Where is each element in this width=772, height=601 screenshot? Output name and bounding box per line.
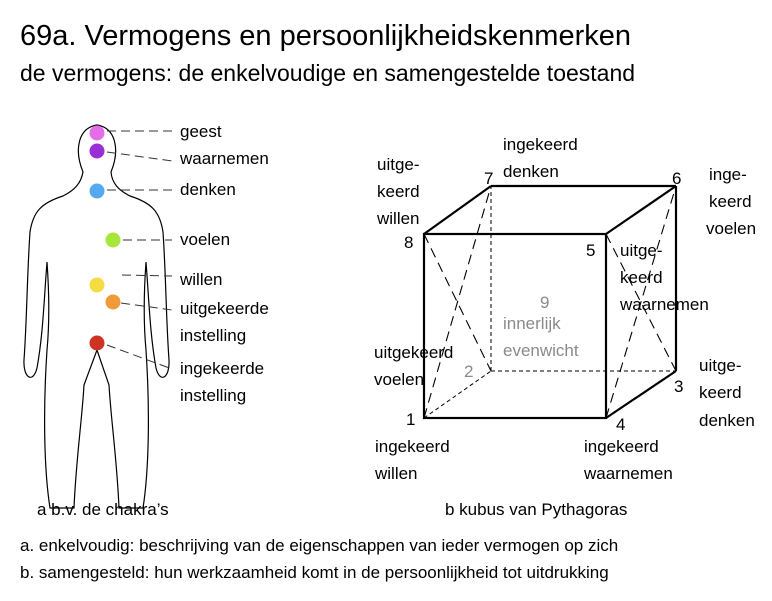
label-geest: geest bbox=[180, 122, 222, 141]
chakra-willen-dot bbox=[89, 277, 105, 293]
vertex-1: 1 bbox=[406, 410, 415, 429]
vertex-7: 7 bbox=[484, 169, 493, 188]
label-v8-line1: uitge- bbox=[377, 155, 420, 174]
label-v2-line2: voelen bbox=[374, 370, 424, 389]
chakra-waarnemen-dot bbox=[89, 143, 105, 159]
label-v5-line2: keerd bbox=[620, 268, 663, 287]
label-ingekeerde-1: ingekeerde bbox=[180, 359, 264, 378]
label-v7-line2: denken bbox=[503, 162, 559, 181]
label-v2-line1: uitgekeerd bbox=[374, 343, 453, 362]
label-ingekeerde-2: instelling bbox=[180, 386, 246, 405]
caption-chakras: a b.v. de chakra’s bbox=[37, 500, 169, 519]
body-outline bbox=[23, 124, 170, 509]
label-v7-line1: ingekeerd bbox=[503, 135, 578, 154]
label-denken: denken bbox=[180, 180, 236, 199]
vertex-4: 4 bbox=[616, 415, 625, 434]
label-v1-line1: ingekeerd bbox=[375, 437, 450, 456]
label-v8-line3: willen bbox=[376, 209, 420, 228]
cube-hidden-edges bbox=[423, 186, 676, 419]
cube-visible-edges bbox=[422, 184, 678, 420]
chakra-uitgekeerde-dot bbox=[105, 294, 121, 310]
label-v3-line3: denken bbox=[699, 411, 755, 430]
chakra-ingekeerde-dot bbox=[89, 335, 105, 351]
label-v3-line1: uitge- bbox=[699, 356, 742, 375]
label-voelen: voelen bbox=[180, 230, 230, 249]
label-v6-line3: voelen bbox=[706, 219, 756, 238]
page-title: 69a. Vermogens en persoonlijkheidskenmer… bbox=[20, 20, 631, 52]
chakra-denken-dot bbox=[89, 183, 105, 199]
leader-lines bbox=[106, 130, 173, 370]
label-waarnemen: waarnemen bbox=[179, 149, 269, 168]
cube-diagonals bbox=[423, 185, 677, 419]
note-b: b. samengesteld: hun werkzaamheid komt i… bbox=[20, 563, 609, 582]
vertex-2: 2 bbox=[464, 362, 473, 381]
label-v4-line2: waarnemen bbox=[583, 464, 673, 483]
label-v6-line2: keerd bbox=[709, 192, 752, 211]
caption-cube: b kubus van Pythagoras bbox=[445, 500, 628, 519]
label-v3-line2: keerd bbox=[699, 383, 742, 402]
vertex-9-center: 9 bbox=[540, 293, 549, 312]
label-v6-line1: inge- bbox=[709, 165, 747, 184]
vertex-5: 5 bbox=[586, 241, 595, 260]
vertex-3: 3 bbox=[674, 377, 683, 396]
vertex-6: 6 bbox=[672, 169, 681, 188]
center-label-1: innerlijk bbox=[503, 314, 561, 333]
vertex-8: 8 bbox=[404, 233, 413, 252]
chakra-voelen-dot bbox=[105, 232, 121, 248]
label-v8-line2: keerd bbox=[377, 182, 420, 201]
label-v1-line2: willen bbox=[374, 464, 418, 483]
label-v5-line3: waarnemen bbox=[619, 295, 709, 314]
label-willen: willen bbox=[179, 270, 223, 289]
label-uitgekeerde-2: instelling bbox=[180, 326, 246, 345]
label-v5-line1: uitge- bbox=[620, 241, 663, 260]
page-subtitle: de vermogens: de enkelvoudige en samenge… bbox=[20, 60, 636, 86]
label-uitgekeerde-1: uitgekeerde bbox=[180, 299, 269, 318]
chakra-geest-dot bbox=[89, 125, 105, 141]
note-a: a. enkelvoudig: beschrijving van de eige… bbox=[20, 536, 619, 555]
label-v4-line1: ingekeerd bbox=[584, 437, 659, 456]
center-label-2: evenwicht bbox=[503, 341, 579, 360]
